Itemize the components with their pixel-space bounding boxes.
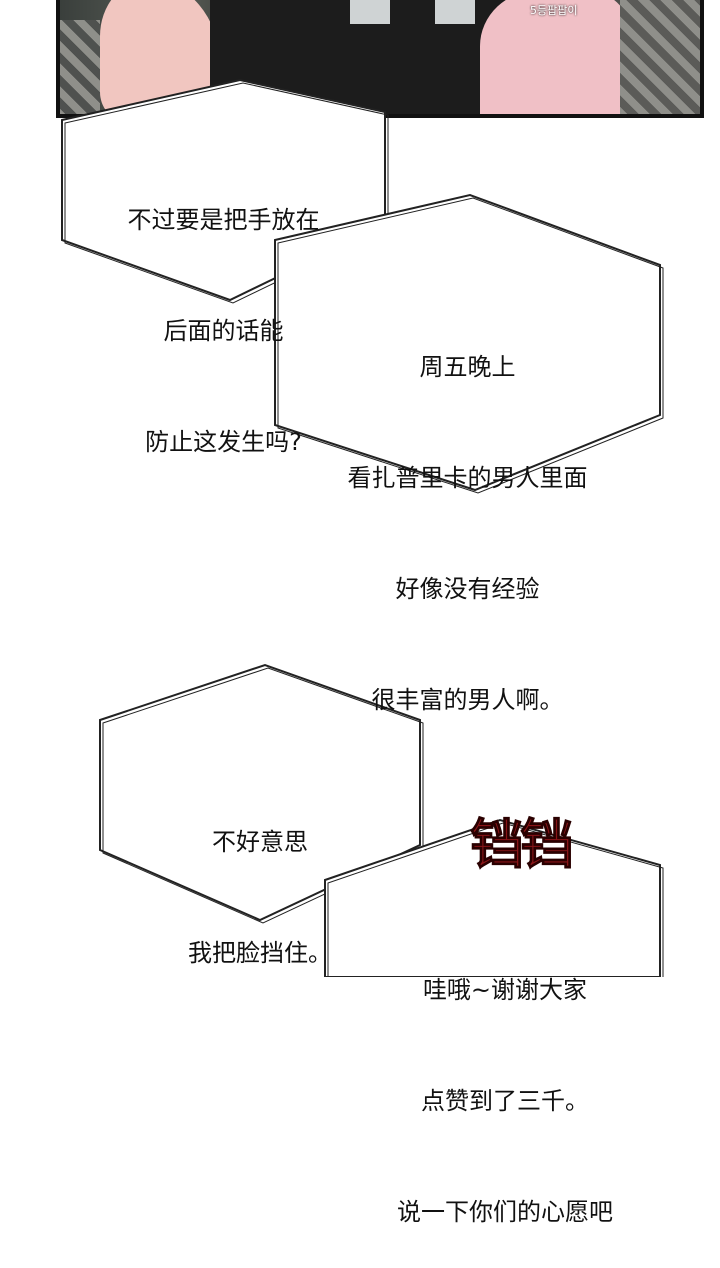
background-tiles-left [60, 20, 100, 114]
bubble-4-text: 哇哦~谢谢大家 点赞到了三千。 说一下你们的心愿吧 [340, 898, 670, 1268]
speech-bubble-4 [324, 818, 661, 977]
bubble-2-line-3: 好像没有经验 [395, 575, 540, 603]
background-sign-2 [435, 0, 475, 24]
bubble-4-line-2: 点赞到了三千。 [421, 1087, 589, 1115]
bubble-2-text: 周五晚上 看扎普里卡的男人里面 好像没有经验 很丰富的男人啊。 [275, 275, 660, 756]
bubble-2-line-1: 周五晚上 [419, 353, 516, 381]
character-arm-right [480, 0, 630, 114]
speech-bubbles-layer [61, 78, 664, 977]
sound-effect-text: 铛铛 [470, 813, 575, 877]
bubble-3-text: 不好意思 我把脸挡住。 [100, 750, 420, 1009]
bubble-1-line-3: 防止这发生吗? [145, 428, 302, 456]
comic-panel-top: 5등팝팝이 [56, 0, 704, 118]
speech-bubble-3 [99, 663, 421, 922]
bubble-3-line-2: 我把脸挡住。 [188, 939, 332, 967]
panel-credit: 5등팝팝이 [530, 4, 578, 17]
bubble-2-line-2: 看扎普里卡的男人里面 [347, 464, 588, 492]
bubble-4-line-1: 哇哦~谢谢大家 [422, 976, 588, 1004]
background-sign [350, 0, 390, 24]
bubble-1-line-1: 不过要是把手放在 [127, 206, 320, 234]
background-tiles-right [620, 0, 700, 114]
bubble-1-text: 不过要是把手放在 后面的话能 防止这发生吗? [62, 128, 385, 498]
bubble-3-line-1: 不好意思 [212, 828, 308, 856]
speech-bubble-2 [274, 193, 661, 492]
bubble-2-line-4: 很丰富的男人啊。 [371, 686, 564, 714]
bubble-1-line-2: 后面的话能 [163, 317, 284, 345]
bubble-4-line-3: 说一下你们的心愿吧 [397, 1198, 613, 1226]
